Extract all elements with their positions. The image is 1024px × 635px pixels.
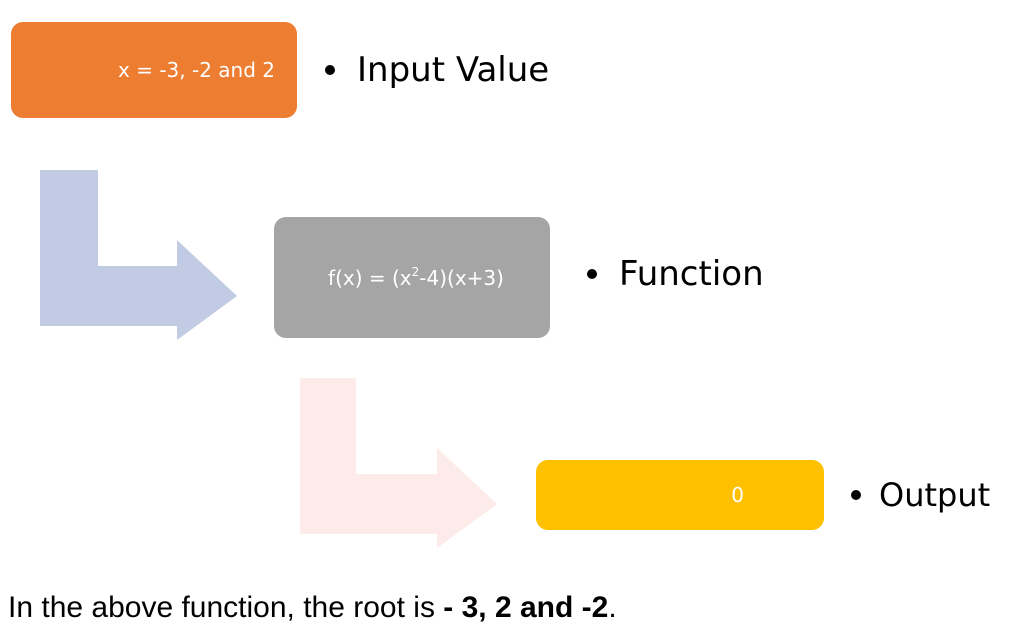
- function-box: f(x) = (x2-4)(x+3): [274, 217, 550, 338]
- bent-arrow-icon-2: [300, 378, 497, 548]
- function-bullet: Function: [587, 252, 764, 296]
- bent-arrow-icon-1: [40, 170, 237, 340]
- input-value-box: x = -3, -2 and 2: [11, 22, 297, 118]
- roots-value: - 3, 2 and -2: [443, 591, 609, 624]
- function-text: f(x) = (x2-4)(x+3): [328, 265, 504, 290]
- output-label: Output: [879, 476, 991, 514]
- bullet-dot-icon: [325, 65, 335, 75]
- input-value-text: x = -3, -2 and 2: [118, 58, 275, 82]
- roots-caption: In the above function, the root is - 3, …: [8, 591, 617, 624]
- output-bullet: Output: [851, 474, 990, 516]
- function-label: Function: [619, 254, 764, 294]
- bullet-dot-icon: [587, 269, 597, 279]
- bullet-dot-icon: [851, 490, 861, 500]
- output-box: 0: [536, 460, 824, 530]
- function-exponent: 2: [411, 265, 420, 279]
- input-value-bullet: Input Value: [325, 48, 549, 92]
- input-value-label: Input Value: [357, 50, 550, 90]
- output-value-text: 0: [731, 483, 744, 507]
